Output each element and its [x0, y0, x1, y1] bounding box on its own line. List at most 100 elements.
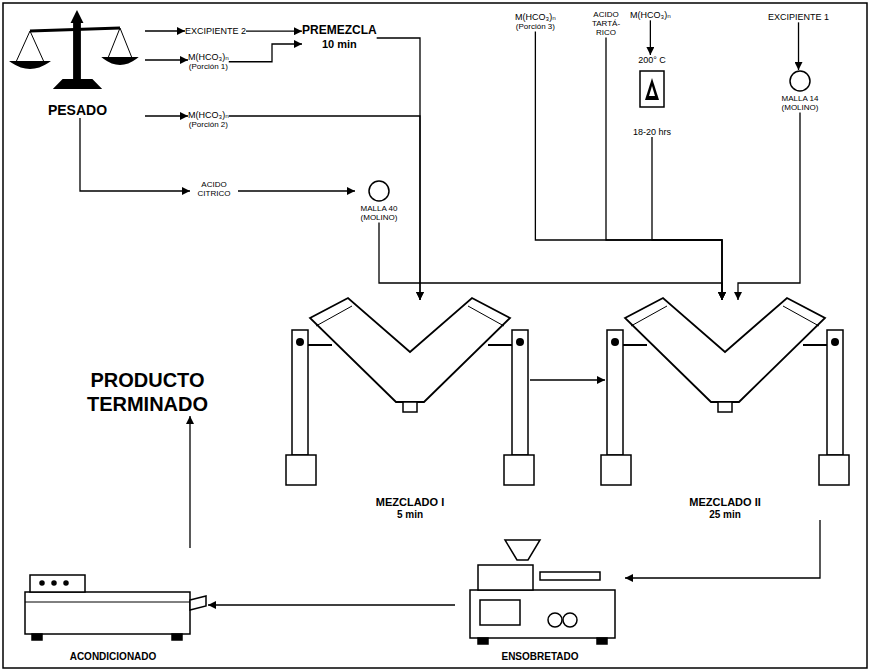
flow-arrow — [246, 31, 302, 32]
feed-plate — [540, 572, 600, 580]
machine-foot — [478, 638, 488, 644]
flow-arrow — [229, 44, 302, 62]
node-label: MALLA 40 (MOLINO) — [355, 204, 403, 222]
balance-pointer — [72, 12, 82, 22]
node-label: MEZCLADO I — [376, 496, 444, 509]
oven-flame-core — [649, 86, 655, 96]
control-panel — [480, 600, 520, 625]
node-label: ACIDO CITRICO — [190, 180, 238, 198]
weighing-station: PESADO — [10, 5, 145, 118]
flow-arrow — [798, 22, 799, 70]
node-label: 200° C — [638, 55, 666, 65]
blender-step: MEZCLADO II25 min — [605, 300, 845, 520]
node-label: M(HCO₃)ₙ — [188, 110, 229, 120]
ingredient-label: M(HCO₃)ₙ — [630, 10, 671, 20]
node-label: ACIDO TARTÁ- RICO — [585, 10, 627, 38]
flow-arrow — [189, 416, 190, 548]
oven-step: 200° C 18-20 hrs — [626, 55, 678, 137]
node-label: EXCIPIENTE 2 — [185, 26, 246, 36]
flow-arrow — [377, 38, 420, 300]
node-label: MALLA 14 (MOLINO) — [776, 94, 824, 112]
flow-arrow — [606, 38, 722, 300]
flow-arrow — [145, 115, 188, 116]
machine-foot — [172, 634, 182, 640]
balance-pan — [104, 58, 136, 64]
node-label: PREMEZCLA — [302, 24, 377, 38]
ingredient-label: M(HCO₃)ₙ(Porción 2) — [188, 110, 229, 130]
node-label: (Porción 2) — [189, 120, 228, 129]
hopper — [505, 540, 540, 560]
mill-circle — [790, 71, 810, 91]
mill-circle — [369, 181, 389, 201]
node-label: M(HCO₃)ₙ — [188, 52, 229, 62]
flow-arrow — [652, 137, 722, 300]
node-label: ACONDICIONADO — [70, 651, 157, 663]
balance-beam — [30, 28, 120, 31]
flow-arrow — [208, 604, 455, 605]
flow-arrow — [535, 32, 722, 300]
node-label: ENSOBRETADO — [501, 651, 578, 663]
sachet-step: ENSOBRETADO — [455, 520, 625, 662]
oven-box — [640, 71, 664, 107]
v-blender — [601, 298, 849, 485]
ingredient-label: ACIDO CITRICO — [190, 180, 238, 198]
upper-unit — [478, 565, 533, 590]
machine-foot — [597, 638, 607, 644]
flow-arrow — [738, 112, 800, 300]
panel-button — [52, 581, 56, 585]
panel-button — [64, 581, 68, 585]
flow-arrow — [229, 116, 420, 300]
node-label: M(HCO₃)ₙ — [515, 12, 556, 22]
flow-arrow — [238, 190, 355, 191]
roller — [548, 613, 562, 627]
node-label: 25 min — [709, 509, 741, 521]
node-label: M(HCO₃)ₙ — [630, 10, 671, 20]
node-label: (Porción 3) — [516, 22, 555, 31]
flow-arrow — [650, 20, 651, 55]
packing-machine — [25, 575, 206, 640]
finished-product: PRODUCTO TERMINADO — [80, 368, 215, 416]
node-label: MEZCLADO II — [689, 496, 761, 509]
mill-step: MALLA 14 (MOLINO) — [776, 70, 824, 112]
control-panel — [30, 575, 85, 592]
flow-arrow — [145, 59, 188, 60]
flow-arrow — [530, 379, 605, 380]
oven-flame — [645, 78, 659, 100]
v-blender — [286, 298, 534, 485]
machine-body — [25, 592, 190, 634]
flow-arrow — [625, 520, 820, 578]
ingredient-label: M(HCO₃)ₙ(Porción 1) — [188, 52, 229, 72]
ingredient-label: EXCIPIENTE 1 — [768, 12, 829, 22]
packing-step: ACONDICIONADO — [18, 548, 208, 662]
ingredient-label: ACIDO TARTÁ- RICO — [585, 10, 627, 38]
balance-strings — [16, 28, 132, 62]
machine-foot — [32, 634, 42, 640]
machine-body — [470, 590, 615, 638]
figure-frame — [3, 3, 867, 668]
balance-base — [55, 80, 100, 88]
ingredient-label: M(HCO₃)ₙ(Porción 3) — [515, 12, 556, 32]
node-label: EXCIPIENTE 1 — [768, 12, 829, 22]
balance-pan — [12, 62, 48, 68]
ingredient-label: EXCIPIENTE 2 — [185, 26, 246, 36]
node-label: 5 min — [397, 509, 423, 521]
node-label: PESADO — [48, 102, 107, 118]
node-label: 18-20 hrs — [633, 127, 671, 137]
balance-icon — [12, 12, 136, 88]
node-label: PRODUCTO TERMINADO — [80, 368, 215, 416]
machine-top-line — [25, 602, 190, 603]
sachet-machine — [470, 540, 615, 644]
node-label: (Porción 1) — [189, 62, 228, 71]
panel-button — [40, 581, 44, 585]
blender-step: MEZCLADO I5 min — [290, 300, 530, 520]
mill-step: MALLA 40 (MOLINO) — [355, 180, 403, 222]
oven-icon — [640, 71, 664, 107]
roller — [563, 613, 577, 627]
premix-step: PREMEZCLA10 min — [302, 24, 377, 50]
flow-arrow — [379, 222, 722, 300]
output-chute — [190, 596, 206, 610]
